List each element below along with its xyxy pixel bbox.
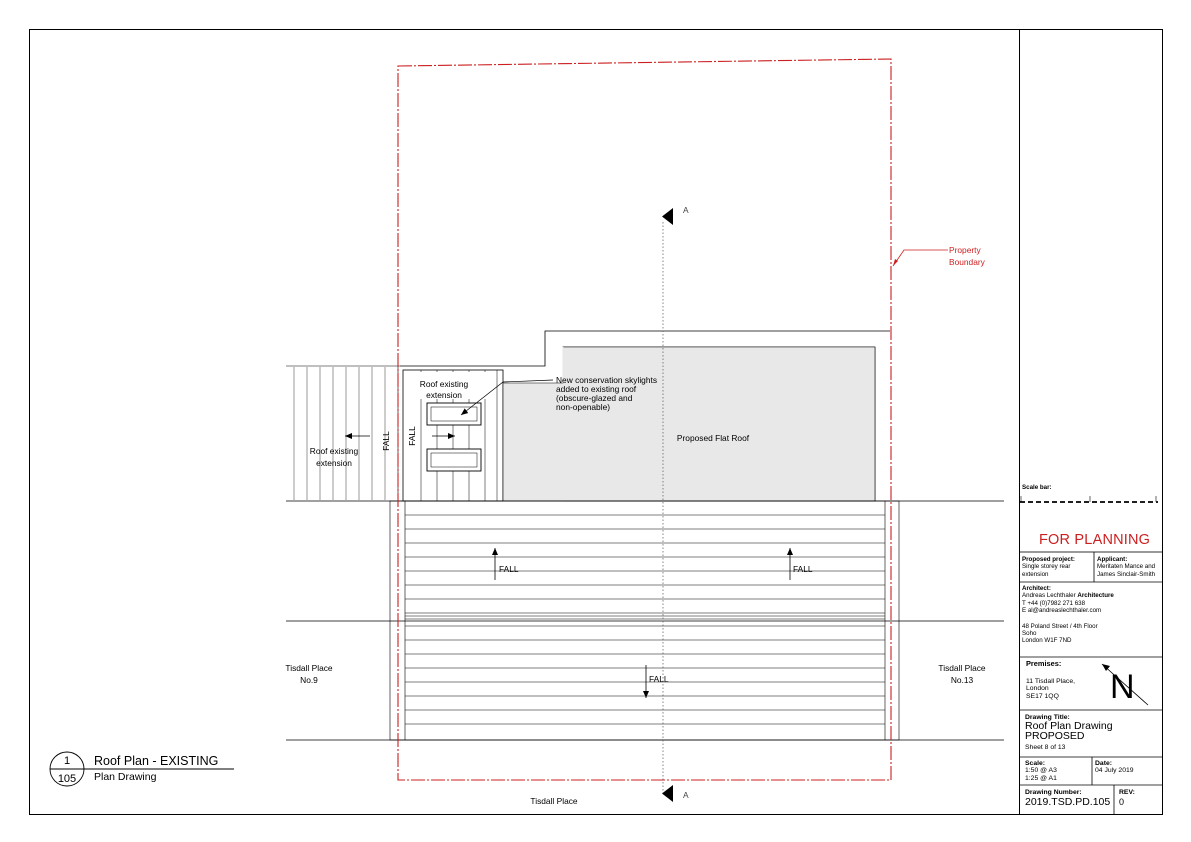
- section-marker-top-icon: [662, 208, 673, 225]
- architect-name-bold: Architecture: [1077, 592, 1114, 600]
- fall-label-1: FALL: [381, 431, 391, 451]
- architect-address-3: London W1F 7ND: [1022, 637, 1072, 645]
- revision-block: REV: 0: [1119, 789, 1159, 809]
- proposed-project-label: Proposed project:: [1022, 556, 1075, 563]
- status-banner: FOR PLANNING: [1039, 532, 1151, 548]
- fall-label-2: FALL: [407, 426, 417, 446]
- pitched-roof-slats: [389, 500, 900, 741]
- section-label-top: A: [683, 205, 689, 215]
- tisdall-place-label: Tisdall Place: [530, 796, 578, 806]
- scale-line1: 1:50 @ A3: [1025, 767, 1057, 775]
- boundary-label-1: Property: [949, 245, 981, 255]
- date-block: Date: 04 July 2019: [1095, 760, 1161, 775]
- fall-label-4: FALL: [793, 564, 813, 574]
- architect-address-2: Soho: [1022, 630, 1037, 638]
- architect-block: Architect: Andreas Lechthaler Architectu…: [1022, 585, 1160, 645]
- skylight-note-2: added to existing roof: [556, 384, 637, 394]
- sheet-number: Sheet 8 of 13: [1025, 744, 1066, 752]
- title-block-grid: [1019, 551, 1163, 815]
- boundary-leader: [892, 249, 948, 267]
- date-label: Date:: [1095, 760, 1112, 767]
- date-value: 04 July 2019: [1095, 767, 1134, 775]
- rev-label: REV:: [1119, 789, 1135, 796]
- architect-phone: T +44 (0)7982 271 638: [1022, 599, 1086, 607]
- callout-subtitle: Plan Drawing: [94, 771, 157, 783]
- neighbour-roof-extension: [286, 365, 400, 500]
- north-arrow-icon: [1101, 663, 1149, 706]
- callout-number: 1: [64, 755, 70, 767]
- premises-line1: 11 Tisdall Place,: [1026, 677, 1075, 685]
- drawing-title-line1: Roof Plan Drawing: [1025, 720, 1113, 733]
- tisdall-no13-1: Tisdall Place: [938, 663, 986, 673]
- rev-value: 0: [1119, 797, 1125, 808]
- skylight-note-3: (obscure-glazed and: [556, 393, 633, 403]
- skylight-note-4: non-openable): [556, 402, 610, 412]
- architect-label: Architect:: [1022, 585, 1051, 592]
- proposed-project-block: Proposed project: Single storey rear ext…: [1022, 556, 1092, 578]
- building-outline: [400, 330, 890, 367]
- drawing-number: 2019.TSD.PD.105: [1025, 796, 1111, 809]
- callout-title: Roof Plan - EXISTING: [94, 754, 218, 768]
- skylight-note-1: New conservation skylights: [556, 375, 657, 385]
- fall-label-3: FALL: [499, 564, 519, 574]
- applicant-line1: Meritaten Mance and: [1097, 563, 1156, 571]
- roof-existing-left-2: extension: [316, 458, 352, 468]
- scale-label: Scale:: [1025, 760, 1046, 767]
- roof-existing-mid-1: Roof existing: [420, 379, 469, 389]
- roof-existing-left-1: Roof existing: [310, 446, 359, 456]
- skylight-lower: [426, 448, 482, 472]
- proposed-project-line2: extension: [1022, 570, 1049, 578]
- proposed-project-line1: Single storey rear: [1022, 563, 1071, 571]
- premises-line2: London: [1026, 685, 1049, 693]
- premises-label: Premises:: [1026, 659, 1062, 668]
- section-label-bottom: A: [683, 790, 689, 800]
- scale-bar-label: Scale bar:: [1022, 484, 1052, 491]
- premises-line3: SE17 1QQ: [1026, 693, 1059, 701]
- skylight-upper: [426, 402, 482, 426]
- applicant-label: Applicant:: [1097, 556, 1128, 563]
- scale-block: Scale: 1:50 @ A3 1:25 @ A1: [1025, 760, 1091, 782]
- architect-address-1: 48 Poland Street / 4th Floor: [1022, 622, 1098, 630]
- skylight-leader: [460, 379, 554, 416]
- tisdall-no13-2: No.13: [951, 675, 974, 685]
- north-letter: N: [1110, 668, 1135, 706]
- callout-sheet: 105: [58, 773, 76, 785]
- drawing-title-block: Drawing Title: Roof Plan Drawing PROPOSE…: [1025, 714, 1160, 752]
- applicant-line2: James Sinclair-Smith: [1097, 570, 1156, 578]
- drawing-callout: 1 105 Roof Plan - EXISTING Plan Drawing: [49, 751, 234, 787]
- premises-block: Premises: 11 Tisdall Place, London SE17 …: [1026, 659, 1096, 701]
- section-marker-bottom-icon: [662, 785, 673, 802]
- sheet-border: [29, 29, 1163, 815]
- boundary-label-2: Boundary: [949, 257, 986, 267]
- proposed-flat-roof-label: Proposed Flat Roof: [677, 433, 750, 443]
- architect-email: E al@andreaslechthaler.com: [1022, 607, 1102, 615]
- tisdall-no9-2: No.9: [300, 675, 318, 685]
- drawing-number-label: Drawing Number:: [1025, 789, 1082, 796]
- drawing-title-line2: PROPOSED: [1025, 730, 1085, 743]
- property-boundary: [397, 58, 892, 781]
- scale-line2: 1:25 @ A1: [1025, 774, 1057, 782]
- drawing-title-label: Drawing Title:: [1025, 714, 1070, 721]
- tisdall-no9-1: Tisdall Place: [285, 663, 333, 673]
- architect-name-regular: Andreas Lechthaler: [1022, 592, 1078, 600]
- scale-bar: [1020, 496, 1158, 503]
- applicant-block: Applicant: Meritaten Mance and James Sin…: [1097, 556, 1161, 578]
- drawing-number-block: Drawing Number: 2019.TSD.PD.105: [1025, 789, 1113, 809]
- roof-existing-mid-2: extension: [426, 390, 462, 400]
- fall-label-5: FALL: [649, 674, 669, 684]
- architect-name: Andreas Lechthaler Architecture: [1022, 592, 1160, 599]
